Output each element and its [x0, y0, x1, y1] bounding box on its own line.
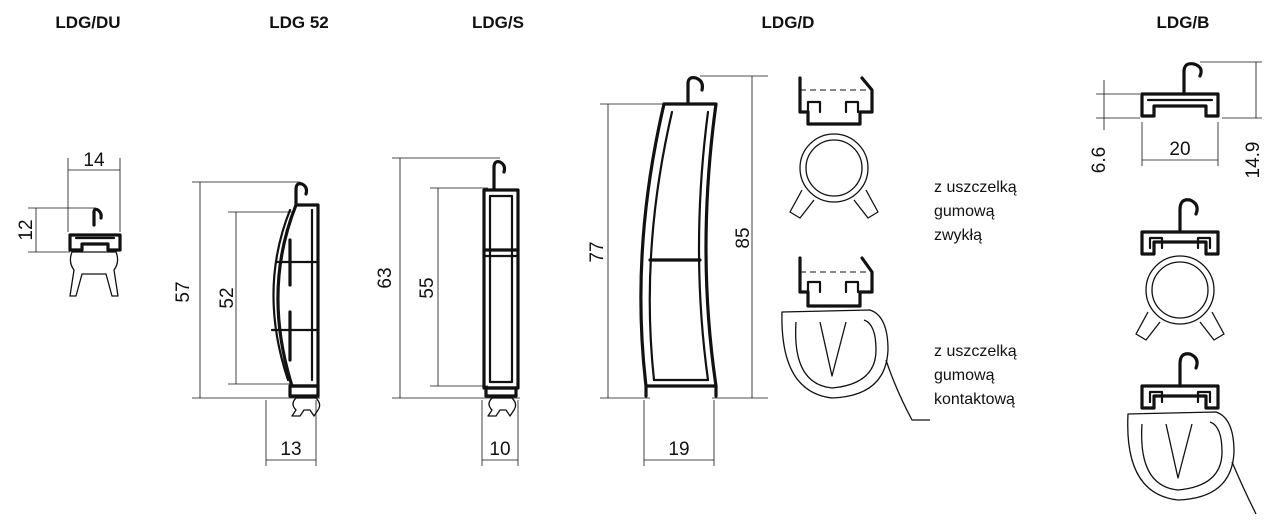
seal-detail-contact — [781, 256, 930, 421]
dim-d-right: 85 — [733, 227, 754, 248]
title-ldg-52: LDG 52 — [269, 13, 329, 32]
profile-ldg-d: 77 85 19 — [587, 75, 768, 466]
dim-b-right: 14.9 — [1243, 142, 1264, 179]
seal-detail-contact-note: z uszczelką gumową kontaktową — [934, 343, 1017, 408]
dim-d-left: 77 — [587, 241, 608, 262]
profile-ldg-b: 6.6 20 14.9 — [1089, 61, 1264, 179]
title-ldg-d: LDG/D — [762, 13, 815, 32]
dim-s-outer: 63 — [375, 267, 396, 288]
dim-du-width: 14 — [83, 150, 105, 171]
title-ldg-du: LDG/DU — [55, 13, 120, 32]
note-regular-line3: zwykłą — [934, 227, 982, 244]
note-contact-line2: gumową — [934, 367, 995, 384]
dim-s-width: 10 — [489, 439, 510, 460]
dim-b-width: 20 — [1169, 139, 1190, 160]
dim-52-inner: 52 — [217, 287, 238, 308]
ldg-b-seal-contact — [1127, 352, 1257, 515]
dim-du-height: 12 — [16, 219, 37, 240]
note-contact-line1: z uszczelką — [934, 343, 1017, 360]
title-ldg-s: LDG/S — [472, 13, 524, 32]
seal-detail-regular — [789, 76, 879, 219]
dim-d-width: 19 — [668, 439, 689, 460]
profile-ldg-du: 14 12 — [16, 150, 122, 297]
profile-ldg-s: 63 55 10 — [375, 157, 520, 466]
title-ldg-b: LDG/B — [1157, 13, 1210, 32]
dim-b-left: 6.6 — [1089, 147, 1110, 173]
dim-s-inner: 55 — [417, 277, 438, 298]
dim-52-outer: 57 — [173, 281, 194, 302]
note-regular-line1: z uszczelką — [934, 179, 1017, 196]
seal-detail-regular-note: z uszczelką gumową zwykłą — [934, 179, 1017, 244]
ldg-b-seal-regular — [1135, 198, 1225, 341]
note-contact-line3: kontaktową — [934, 391, 1015, 408]
profile-ldg-52: 57 52 13 — [173, 181, 321, 466]
note-regular-line2: gumową — [934, 203, 995, 220]
dim-52-width: 13 — [280, 439, 301, 460]
